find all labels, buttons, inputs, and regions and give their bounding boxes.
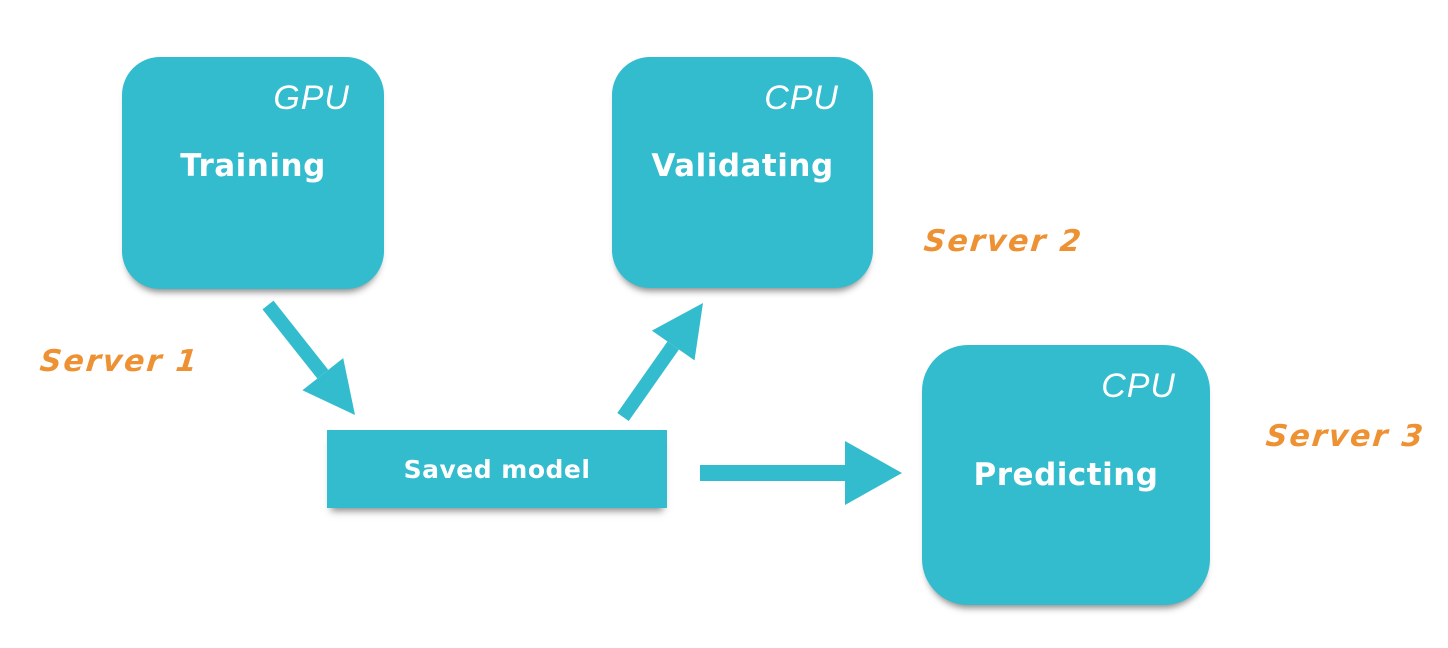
- node-title-training: Training: [180, 148, 326, 184]
- processor-label-gpu: GPU: [273, 79, 350, 117]
- server-label-1: Server 1: [38, 344, 201, 379]
- arrow-training-to-saved-model: [262, 300, 355, 415]
- node-title-saved-model: Saved model: [403, 454, 591, 484]
- node-title-validating: Validating: [651, 147, 834, 184]
- server-label-2: Server 2: [922, 224, 1085, 259]
- server-label-3: Server 3: [1264, 419, 1427, 454]
- arrow-saved-model-to-predicting: [700, 441, 902, 505]
- node-training: GPU Training: [122, 57, 384, 289]
- node-title-predicting: Predicting: [973, 457, 1159, 493]
- processor-label-cpu: CPU: [764, 79, 839, 117]
- arrow-saved-model-to-validating: [617, 303, 703, 422]
- processor-label-cpu: CPU: [1101, 367, 1176, 405]
- node-validating: CPU Validating: [612, 57, 873, 288]
- node-saved-model: Saved model: [327, 430, 667, 508]
- node-predicting: CPU Predicting: [922, 345, 1210, 605]
